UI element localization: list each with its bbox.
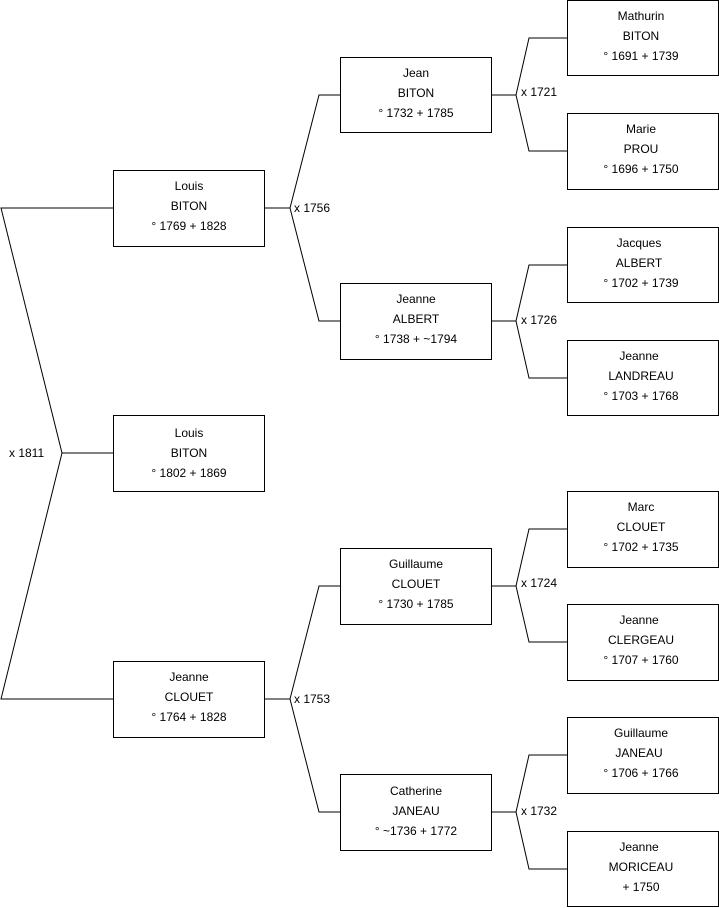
person-box-frame [113, 661, 265, 738]
person-box-frame [567, 227, 719, 303]
person-first-name: Louis [175, 179, 204, 193]
marriage-label-m4: x 1721 [521, 85, 557, 99]
person-first-name: Guillaume [614, 726, 668, 740]
person-last-name: CLOUET [392, 577, 441, 591]
person-dates: ° 1769 + 1828 [151, 219, 227, 233]
person-first-name: Marie [626, 122, 656, 136]
connector-m4-father [515, 37, 567, 96]
person-last-name: CLOUET [617, 520, 666, 534]
connector-m2-father [289, 94, 340, 209]
person-first-name: Jean [403, 66, 429, 80]
person-box-frame [113, 415, 265, 492]
person-last-name: CLOUET [165, 690, 214, 704]
person-last-name: BITON [623, 29, 659, 43]
person-box-p4[interactable]: Jean BITON ° 1732 + 1785 [340, 57, 492, 133]
connector-m1-mother [0, 452, 113, 700]
person-dates: ° 1706 + 1766 [603, 766, 679, 780]
person-first-name: Guillaume [389, 557, 443, 571]
person-first-name: Marc [628, 500, 655, 514]
marriage-label-m2: x 1756 [294, 201, 330, 215]
marriage-label-m6: x 1724 [521, 576, 557, 590]
person-box-frame [567, 491, 719, 568]
marriage-labels: x 1811 x 1756 x 1753 x 1721 x 1726 x 172… [9, 85, 557, 818]
connector-lines [0, 37, 567, 870]
person-box-p1[interactable]: Louis BITON ° 1802 + 1869 [113, 415, 265, 492]
person-box-p14[interactable]: Guillaume JANEAU ° 1706 + 1766 [567, 717, 719, 794]
person-box-p7[interactable]: Catherine JANEAU ° ~1736 + 1772 [340, 774, 492, 851]
person-box-frame [567, 717, 719, 794]
connector-m6-father [515, 528, 567, 587]
person-first-name: Mathurin [618, 9, 665, 23]
marriage-label-m3: x 1753 [294, 692, 330, 706]
person-dates: ° 1696 + 1750 [603, 162, 679, 176]
person-box-p6[interactable]: Guillaume CLOUET ° 1730 + 1785 [340, 548, 492, 625]
person-first-name: Louis [175, 426, 204, 440]
person-box-frame [567, 604, 719, 681]
person-first-name: Jeanne [619, 840, 659, 854]
person-dates: ° 1707 + 1760 [603, 653, 679, 667]
person-dates: ° 1703 + 1768 [603, 389, 679, 403]
person-first-name: Jeanne [396, 292, 436, 306]
person-last-name: LANDREAU [608, 369, 673, 383]
person-box-frame [340, 548, 492, 625]
person-dates: ° 1691 + 1739 [603, 49, 679, 63]
person-box-p3[interactable]: Jeanne CLOUET ° 1764 + 1828 [113, 661, 265, 738]
person-last-name: ALBERT [616, 256, 663, 270]
person-last-name: MORICEAU [609, 860, 674, 874]
person-box-p13[interactable]: Jeanne CLERGEAU ° 1707 + 1760 [567, 604, 719, 681]
connector-m7-mother [515, 811, 567, 870]
connector-m2-mother [289, 207, 340, 322]
person-box-p2[interactable]: Louis BITON ° 1769 + 1828 [113, 170, 265, 247]
person-first-name: Jeanne [169, 670, 209, 684]
person-first-name: Jeanne [619, 613, 659, 627]
person-last-name: PROU [624, 142, 659, 156]
person-box-p5[interactable]: Jeanne ALBERT ° 1738 + ~1794 [340, 283, 492, 360]
connector-m5-mother [515, 320, 567, 379]
person-box-p10[interactable]: Jacques ALBERT ° 1702 + 1739 [567, 227, 719, 303]
person-box-p8[interactable]: Mathurin BITON ° 1691 + 1739 [567, 0, 719, 76]
person-box-p9[interactable]: Marie PROU ° 1696 + 1750 [567, 113, 719, 190]
person-box-frame [340, 774, 492, 851]
marriage-label-m7: x 1732 [521, 804, 557, 818]
connector-m1-father [0, 207, 113, 454]
person-first-name: Catherine [390, 784, 442, 798]
person-dates: ° 1702 + 1739 [603, 276, 679, 290]
person-dates: ° ~1736 + 1772 [375, 824, 458, 838]
person-dates: + 1750 [622, 880, 659, 894]
person-box-frame [340, 283, 492, 360]
person-last-name: JANEAU [615, 746, 662, 760]
person-dates: ° 1764 + 1828 [151, 710, 227, 724]
person-box-frame [567, 340, 719, 416]
person-first-name: Jeanne [619, 349, 659, 363]
person-boxes: Louis BITON ° 1802 + 1869 Louis BITON ° … [113, 0, 719, 907]
person-box-p11[interactable]: Jeanne LANDREAU ° 1703 + 1768 [567, 340, 719, 416]
person-dates: ° 1802 + 1869 [151, 466, 227, 480]
connector-m3-mother [289, 698, 340, 813]
person-box-frame [340, 57, 492, 133]
connector-m4-mother [515, 94, 567, 152]
person-dates: ° 1730 + 1785 [378, 597, 454, 611]
person-last-name: CLERGEAU [608, 633, 674, 647]
person-dates: ° 1738 + ~1794 [375, 332, 458, 346]
person-box-frame [113, 170, 265, 247]
person-dates: ° 1732 + 1785 [378, 106, 454, 120]
person-last-name: JANEAU [392, 804, 439, 818]
connector-m7-father [515, 754, 567, 813]
person-dates: ° 1702 + 1735 [603, 540, 679, 554]
person-last-name: BITON [171, 199, 207, 213]
person-first-name: Jacques [617, 236, 662, 250]
person-box-frame [567, 113, 719, 190]
marriage-label-m1: x 1811 [9, 446, 44, 460]
person-box-p12[interactable]: Marc CLOUET ° 1702 + 1735 [567, 491, 719, 568]
person-last-name: BITON [398, 86, 434, 100]
connector-m3-father [289, 585, 340, 700]
connector-m6-mother [515, 585, 567, 643]
person-box-frame [567, 831, 719, 907]
person-box-p15[interactable]: Jeanne MORICEAU + 1750 [567, 831, 719, 907]
person-last-name: ALBERT [393, 312, 440, 326]
connector-m5-father [515, 264, 567, 322]
marriage-label-m5: x 1726 [521, 313, 557, 327]
person-last-name: BITON [171, 446, 207, 460]
